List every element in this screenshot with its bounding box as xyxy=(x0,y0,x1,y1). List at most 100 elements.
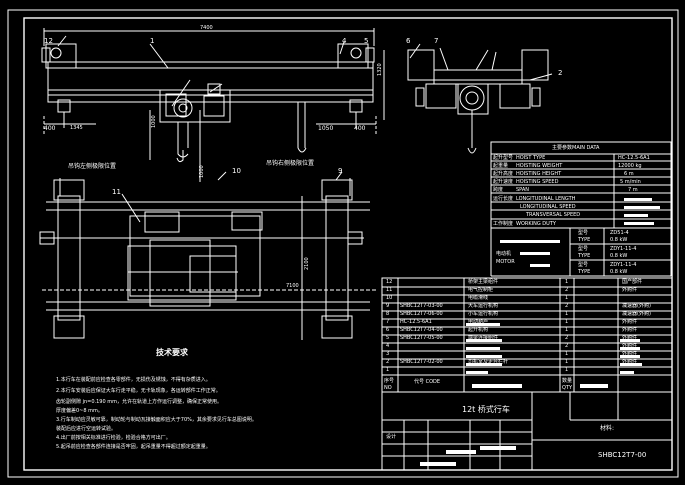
part-qty: 2 xyxy=(565,335,569,341)
part-qty: 1 xyxy=(565,311,569,317)
main-data-table-grid xyxy=(490,141,672,277)
main-data-row4-en: SPAN xyxy=(516,187,530,193)
side-elevation-view xyxy=(407,43,553,154)
dim-hook-right: 1000 xyxy=(199,165,205,178)
motor-row0-key-en: TYPE xyxy=(578,237,591,243)
balloon-7: 7 xyxy=(434,37,439,45)
balloon-11: 11 xyxy=(112,188,121,196)
part-no: 3 xyxy=(386,351,390,357)
part-qty: 1 xyxy=(565,351,569,357)
balloon-1: 1 xyxy=(150,37,155,45)
main-data-row5-en: LONGITUDINAL LENGTH xyxy=(516,196,576,202)
part-name: 端梁连接组件 xyxy=(468,335,499,341)
part-no: 8 xyxy=(386,311,390,317)
main-data-row8-en: WORKING DUTY xyxy=(516,221,556,227)
motor-row1-key: 型号 xyxy=(578,246,589,252)
part-qty: 1 xyxy=(565,319,569,325)
tech-req-item: 齿轮副侧隙 jn=0.190 mm，允许在轨道上方作运行调整，确保正常使用。 xyxy=(56,399,222,405)
main-data-row7-en: TRANSVERSAL SPEED xyxy=(526,212,581,218)
part-note: 外购件 xyxy=(622,327,638,333)
parts-header-code: 代号 CODE xyxy=(414,379,441,385)
motor-row1-key-en: TYPE xyxy=(578,253,591,259)
dim-left-offset: 400 xyxy=(44,125,56,132)
outer-border xyxy=(7,9,679,478)
motor-label-en: MOTOR xyxy=(496,259,515,265)
dim-top-span: 7400 xyxy=(200,25,213,31)
tech-req-title: 技术要求 xyxy=(156,348,188,357)
tech-req-item: 3.行车制动应灵敏可靠，制动轮与制动瓦接触面积应大于70%，其余要求见行车总图说… xyxy=(56,417,257,423)
main-data-row3-en: HOISTING SPEED xyxy=(516,179,559,185)
hook-left-limit-label: 吊钩左侧极限位置 xyxy=(68,163,117,170)
parts-header-no: 序号 NO xyxy=(384,378,395,391)
part-no: 12 xyxy=(386,279,393,285)
main-data-row8-cn: 工作制度 xyxy=(493,221,514,227)
part-no: 1 xyxy=(386,367,390,373)
dim-plan-width: 2100 xyxy=(304,257,310,270)
inner-border xyxy=(23,17,673,471)
dim-hook-left: 1000 xyxy=(151,115,157,128)
main-data-row2-val: 6 m xyxy=(624,171,634,177)
design-label: 设计 xyxy=(386,434,397,440)
part-no: 7 xyxy=(386,319,390,325)
main-data-row6-en: LONGITUDINAL SPEED xyxy=(520,204,576,210)
part-note: 外购件 xyxy=(622,335,638,341)
main-data-row3-cn: 起升速度 xyxy=(493,179,514,185)
part-name: 电动葫芦 xyxy=(468,319,489,325)
motor-row1-val2: 0.8 kW xyxy=(610,253,628,259)
table-fill-blocks xyxy=(420,198,660,466)
tech-req-item: 装配后应进行空运转试验。 xyxy=(56,426,117,432)
part-name: 电气控制柜 xyxy=(468,287,494,293)
part-qty: 2 xyxy=(565,287,569,293)
main-data-row2-en: HOISTING HEIGHT xyxy=(516,171,562,177)
part-no: 11 xyxy=(386,287,393,293)
main-data-row1-cn: 起重量 xyxy=(493,163,509,169)
balloon-9: 9 xyxy=(338,167,343,175)
plan-view xyxy=(39,171,376,340)
main-data-row4-val: 7 m xyxy=(628,187,638,193)
part-name: 大车运行机构 xyxy=(468,303,499,309)
part-no: 6 xyxy=(386,327,390,333)
motor-label: 电动机 xyxy=(496,251,512,257)
motor-row0-key: 型号 xyxy=(578,230,589,236)
main-data-row1-val: 12000 kg xyxy=(618,163,642,169)
motor-row1-val: ZDY1-11-4 xyxy=(610,246,637,252)
part-qty: 1 xyxy=(565,327,569,333)
balloon-5: 5 xyxy=(364,37,369,45)
part-qty: 2 xyxy=(565,343,569,349)
part-no: 4 xyxy=(386,343,390,349)
part-name: 起升机构 xyxy=(468,327,489,333)
part-no: 10 xyxy=(386,295,393,301)
main-data-row0-val: HC-12.5-6A1 xyxy=(618,155,650,161)
main-data-row5-cn: 运行长度 xyxy=(493,196,514,202)
main-data-title: 主要参数MAIN DATA xyxy=(552,145,600,151)
dim-height-right: 1320 xyxy=(377,63,383,76)
parts-list-grid xyxy=(381,277,673,471)
part-qty: 1 xyxy=(565,279,569,285)
material-label: 材料: xyxy=(600,425,615,432)
tech-req-item: 4.出厂前按相关标准进行检验，检验合格方可出厂。 xyxy=(56,435,171,441)
dim-right-offset: 1050 xyxy=(318,125,334,132)
balloon-10: 10 xyxy=(232,167,241,175)
dim-plan-length: 7100 xyxy=(286,283,299,289)
motor-row2-val2: 0.8 kW xyxy=(610,269,628,275)
part-code: HC-12.5-6A1 xyxy=(400,319,432,325)
part-qty: 1 xyxy=(565,295,569,301)
motor-row2-key-en: TYPE xyxy=(578,269,591,275)
drawing-number: SHBC12T7-00 xyxy=(598,451,647,459)
main-data-row1-en: HOISTING WEIGHT xyxy=(516,163,563,169)
tech-req-item: 2.本行车安装后应保证大车行走平稳，无卡轨现象，各运转部件工作正常。 xyxy=(56,388,221,394)
part-note: 国产部件 xyxy=(622,279,643,285)
parts-header-qty: 数量 QTY xyxy=(562,378,573,391)
part-no: 5 xyxy=(386,335,390,341)
part-code: SHBC12T7-04-00 xyxy=(400,327,443,333)
part-code: SHBC12T7-02-00 xyxy=(400,359,443,365)
main-data-row3-val: 5 m/min xyxy=(620,179,641,185)
part-note: 外购件 xyxy=(622,351,638,357)
part-note: 外购件 xyxy=(622,319,638,325)
part-note: 减速器(外购) xyxy=(622,303,651,309)
motor-row0-val2: 0.8 kW xyxy=(610,237,628,243)
main-data-row4-cn: 跨度 xyxy=(493,187,504,193)
part-name: 桥架主梁组件 xyxy=(468,279,499,285)
part-name: 电缆滑线 xyxy=(468,295,489,301)
part-code: SHBC12T7-05-00 xyxy=(400,335,443,341)
